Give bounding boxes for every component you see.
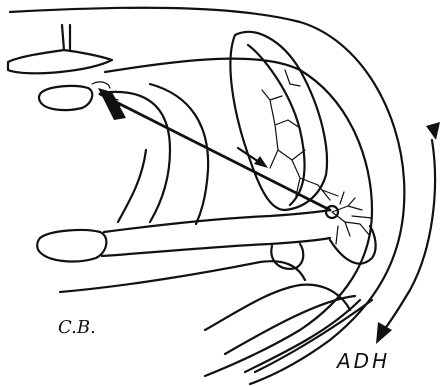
flow-arrow-shaft: [384, 140, 435, 330]
tract-lower-left: [118, 150, 146, 222]
pointer-arrow-head: [254, 156, 268, 168]
flow-arrow-head: [376, 322, 392, 344]
upper-stalk: [62, 25, 70, 50]
flow-arrow-start-marker: [426, 122, 440, 140]
adh-label: ADH: [337, 349, 390, 373]
terminal-arbor: [332, 192, 372, 244]
lower-tube-bottom: [102, 238, 330, 256]
upper-nucleus: [39, 86, 92, 110]
upper-nucleus-stub: [92, 82, 110, 88]
posterior-lobe: [271, 244, 303, 269]
artist-signature: C.B.: [58, 317, 96, 338]
upper-plate: [8, 50, 112, 73]
lower-tube-top: [104, 210, 330, 232]
lower-nucleus: [37, 230, 106, 261]
floor-line-1: [60, 261, 305, 292]
